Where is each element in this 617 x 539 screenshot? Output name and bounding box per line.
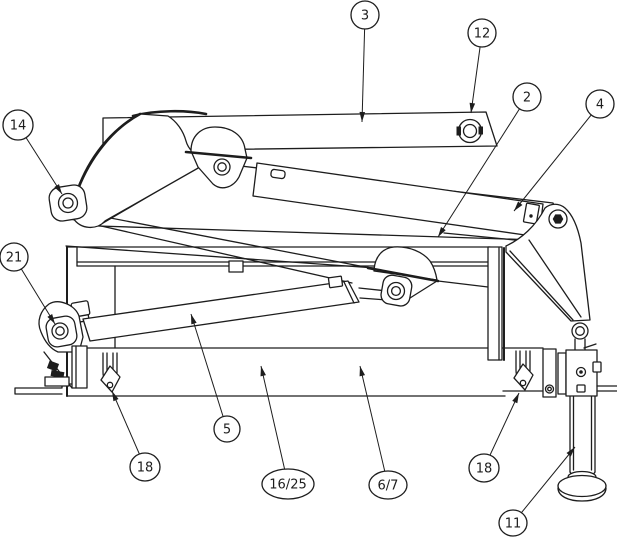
callout-label: 16/25 [269, 478, 306, 493]
hex-bolt-icon [552, 214, 564, 224]
ground-plate [14, 383, 73, 395]
leader-arrowhead [359, 366, 366, 377]
boom-tip-fitting [456, 118, 483, 144]
cylinder-port-block [327, 275, 344, 289]
callout-balloon-4 [585, 89, 615, 119]
leader-arrowhead [54, 184, 62, 194]
callout-balloon-2 [512, 82, 542, 112]
leader-arrowhead [112, 391, 119, 402]
callout-label: 14 [10, 119, 27, 134]
rod-end-knuckle [366, 246, 489, 307]
callout-balloon-11 [498, 509, 528, 537]
leader-arrowhead [566, 447, 575, 457]
callout-balloon-21 [0, 242, 29, 272]
column-top-pin [548, 209, 568, 229]
swivel-base [542, 348, 617, 398]
boom-rest-rail [65, 245, 376, 269]
callout-balloon-18 [129, 452, 161, 482]
leader-line [513, 103, 601, 212]
callout-label: 11 [505, 517, 522, 532]
bracket-plate [71, 345, 88, 389]
leader-line [260, 365, 289, 485]
callout-label: 5 [223, 423, 231, 438]
lift-cylinder [68, 275, 388, 342]
frame-clamp-block [228, 260, 244, 273]
leader-line [361, 14, 366, 123]
callout-balloon-3 [350, 0, 380, 30]
extension-beam [252, 162, 544, 238]
beam-slot [270, 168, 286, 180]
leader-line [437, 96, 528, 238]
mast-plate [487, 246, 505, 361]
column-mast [505, 203, 597, 356]
callout-label: 18 [476, 462, 493, 477]
leader-line [359, 365, 389, 486]
leader-line [190, 313, 228, 430]
leader-arrowhead [47, 314, 55, 324]
leader-line [512, 446, 576, 524]
callout-balloon-14 [2, 109, 34, 141]
callout-balloon-12 [467, 18, 497, 48]
callout-label: 2 [523, 91, 531, 106]
tie-down-hook-right [513, 350, 534, 391]
callout-balloon-6-7 [368, 470, 408, 500]
callout-balloon-18 [468, 453, 500, 483]
base-frame [14, 245, 544, 397]
leader-arrowhead [514, 201, 523, 211]
callout-balloon-5 [213, 415, 241, 443]
leader-arrowhead [438, 227, 446, 237]
leader-arrowhead [260, 366, 266, 377]
callout-label: 6/7 [378, 479, 399, 494]
elbow-knuckle [48, 112, 208, 229]
callout-label: 4 [596, 98, 604, 113]
boom-link-lug [184, 126, 253, 189]
leader-arrowhead [191, 314, 197, 325]
tie-down-hook-left [100, 352, 121, 393]
beam-latch [522, 202, 540, 225]
cylinder-barrel [82, 280, 360, 342]
leader-arrowhead [469, 102, 476, 113]
foot-pad [557, 474, 607, 498]
leader-arrowhead [359, 111, 366, 122]
callout-label: 21 [6, 251, 23, 266]
callout-balloon-16-25 [261, 468, 315, 500]
callout-label: 12 [474, 27, 491, 42]
callout-label: 3 [361, 9, 369, 24]
mounting-bracket [38, 300, 91, 389]
callout-label: 18 [137, 461, 154, 476]
leader-arrowhead [512, 393, 519, 404]
